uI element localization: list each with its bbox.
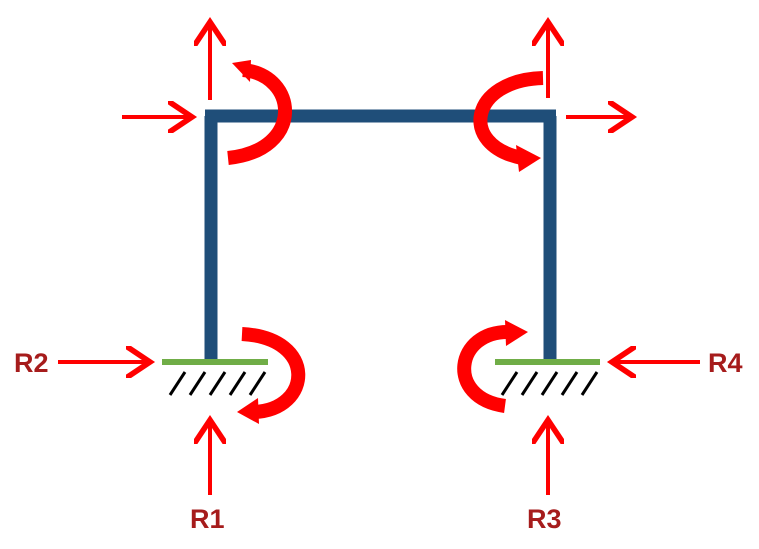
top-right-joint-loads (473, 22, 632, 172)
right-support-hatch (500, 371, 599, 396)
left-support-hatch (168, 371, 267, 396)
left-fixed-support (162, 359, 268, 396)
r1-label: R1 (190, 504, 225, 534)
r3-label: R3 (527, 504, 562, 534)
top-left-joint-loads (122, 22, 292, 165)
top-left-moment-arrow (227, 63, 292, 165)
top-right-moment-arrow (473, 71, 544, 165)
portal-frame (204, 109, 557, 362)
top-right-moment-arrowhead (516, 145, 541, 172)
left-base-moment-arrow (241, 327, 306, 419)
right-base-reactions (457, 320, 700, 495)
r4-label: R4 (708, 348, 743, 378)
r2-label: R2 (14, 348, 49, 378)
top-left-moment-arrowhead (232, 60, 251, 82)
right-base-moment-arrow (457, 324, 511, 413)
right-base-moment-arrowhead (505, 320, 528, 346)
right-fixed-support (495, 359, 600, 396)
left-base-moment-arrowhead (237, 398, 259, 424)
left-base-reactions (58, 327, 306, 495)
